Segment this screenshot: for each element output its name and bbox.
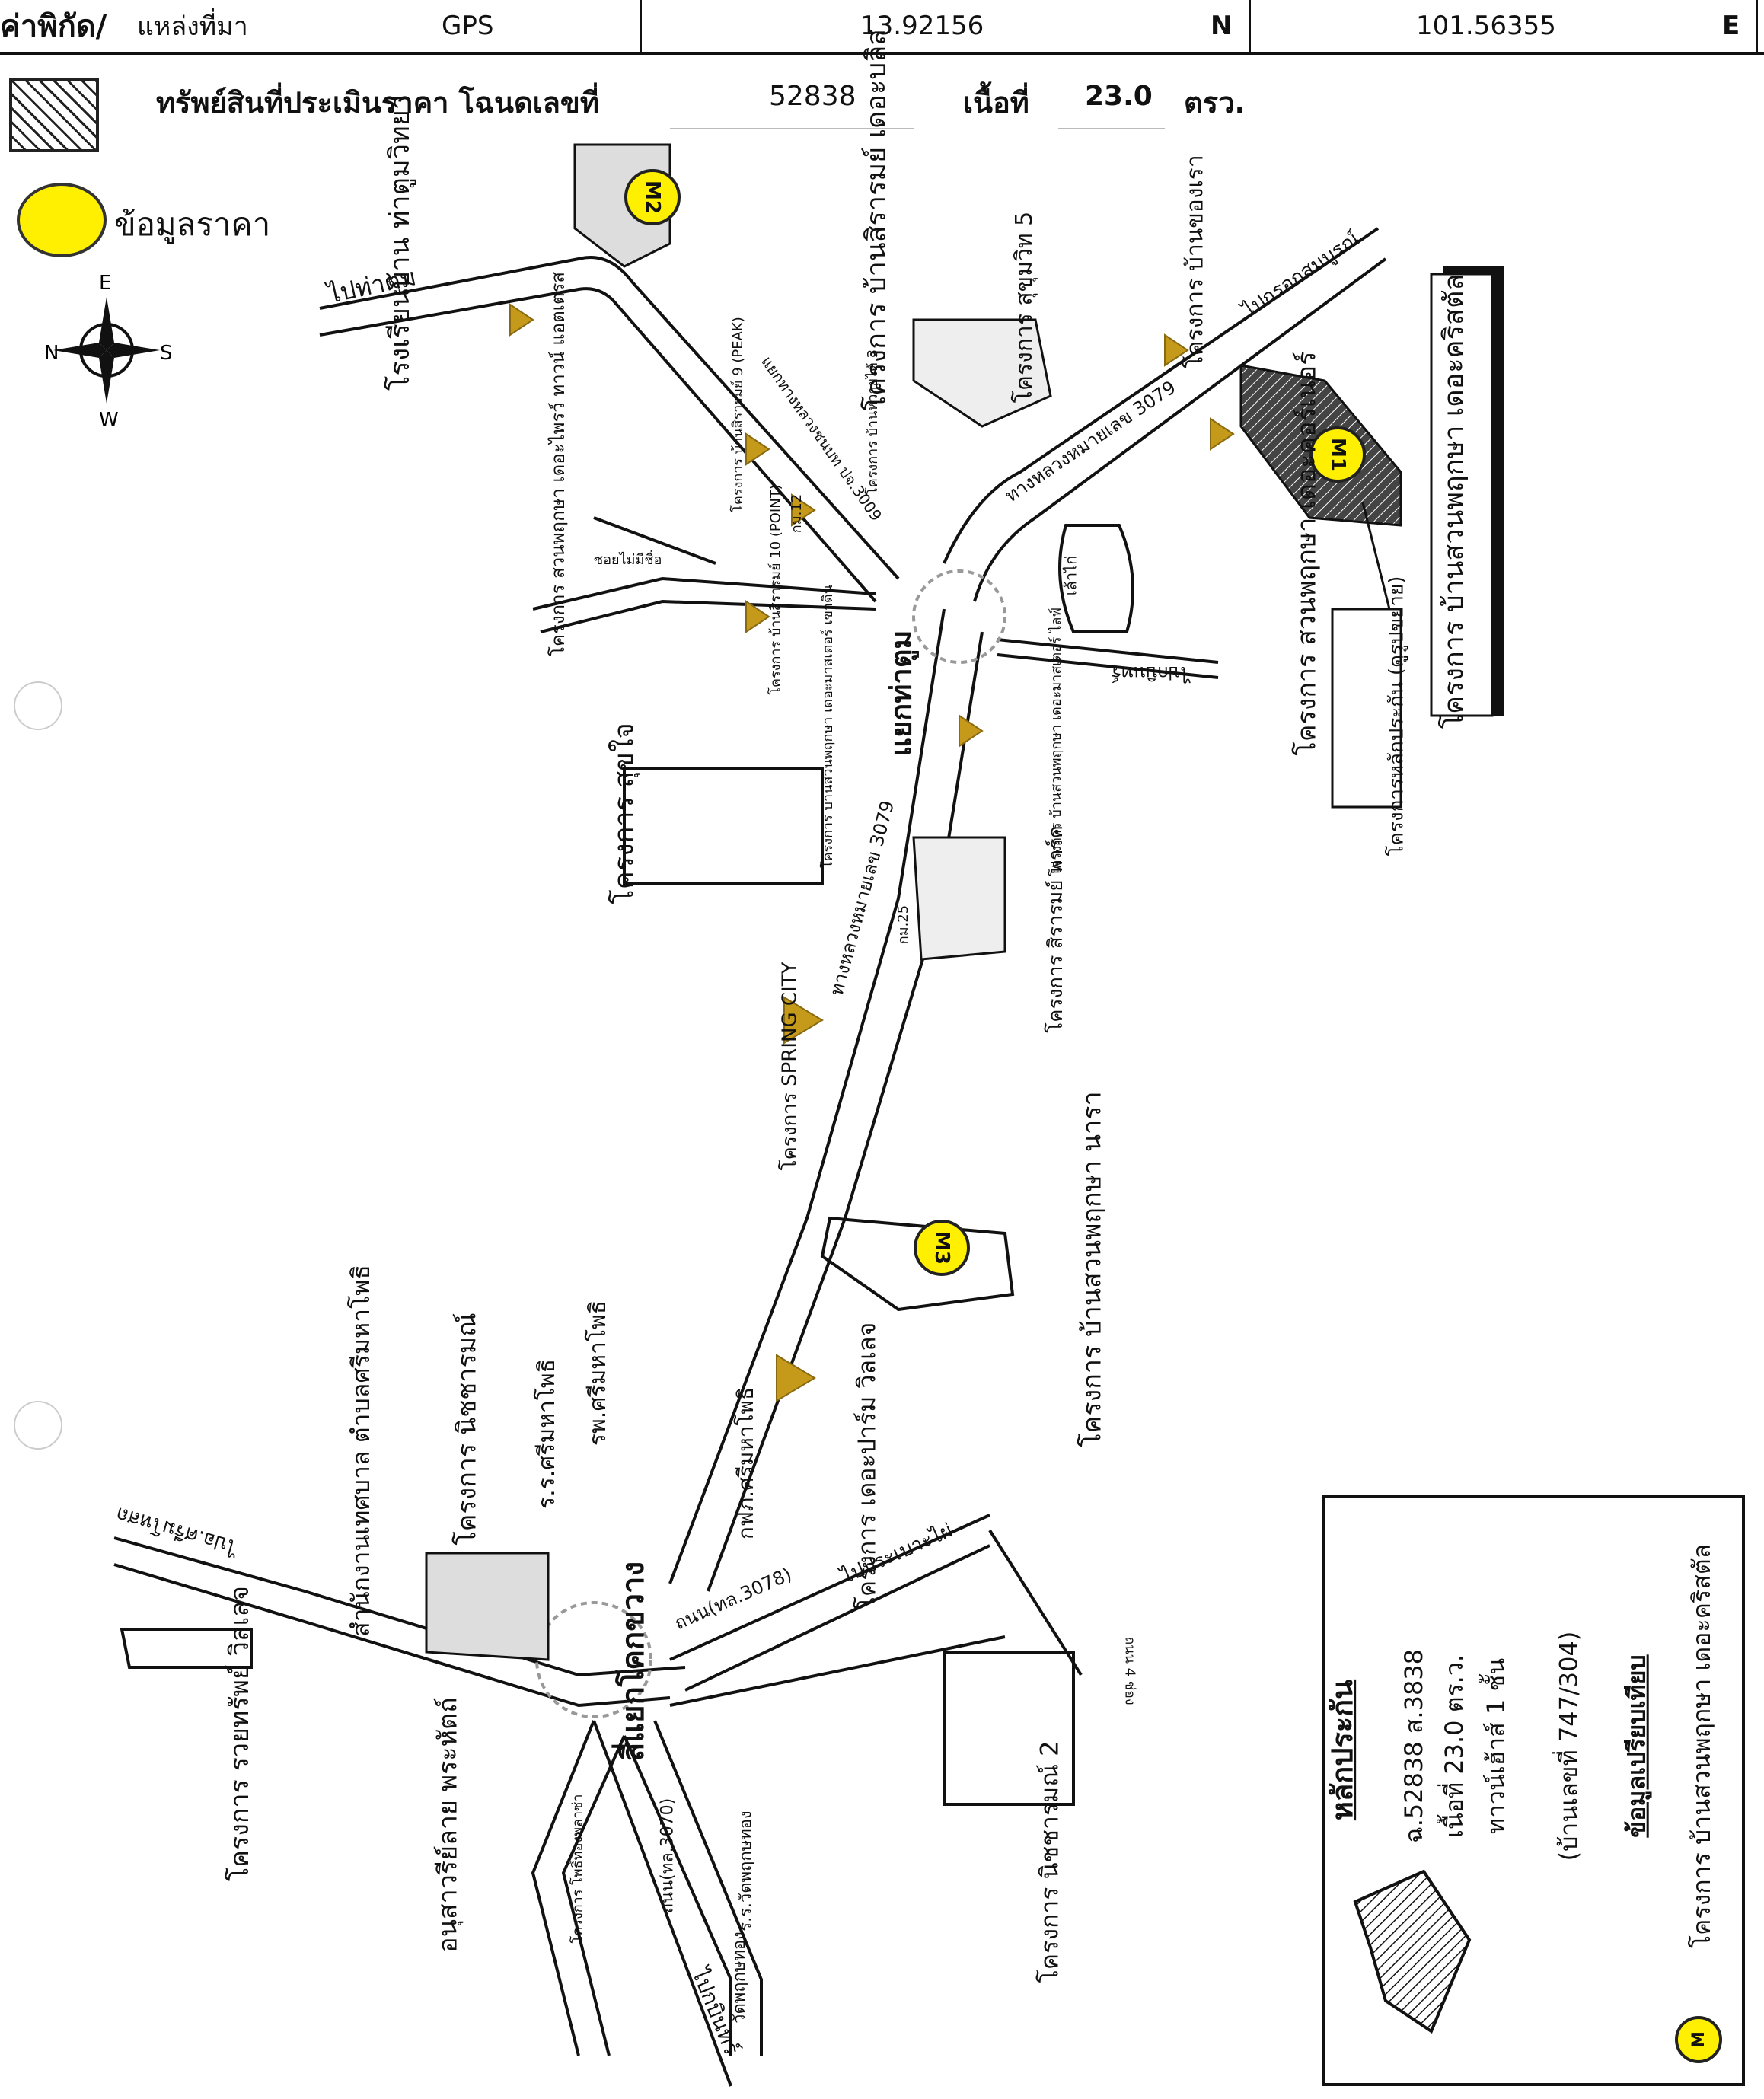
marker-m3: M3 [914,1220,970,1276]
label-proj-sukhumvit5: โครงการ สุขุมวิท 5 [1011,211,1038,404]
price-data-label: ข้อมูลราคา [114,206,271,243]
label-proj-suanphrueksa-corner: โครงการ สวนพฤกษา เดอะคอร์เนอร์ [1291,351,1322,756]
label-pea-srimahaphot: กฟภ.ศรีมหาโพธิ [733,1386,759,1540]
label-school-watphuttong: ร.ร.วัดพฤกษทอง [736,1810,756,1932]
label-proj-suanphrueksa-master: โครงการ บ้านสวนพฤกษา เดอะมาสเตอร์ เขาดิน [820,584,837,869]
label-collateral-expand: โครงการหลักประกัน (ดูรูปขยาย) [1385,576,1408,857]
map-canvas [113,143,1504,2087]
label-proj-baan-khong-rao: โครงการ บ้านของเรา [1182,155,1209,368]
compass-n: N [44,342,59,365]
header-divider [1756,0,1758,52]
label-school-srimahaphot: ร.ร.ศรีมหาโพธิ [534,1358,561,1510]
label-municipal-office: สำนักงานเทศบาล ตำบลศรีมหาโพธิ [346,1265,375,1637]
deed-underline [670,128,914,129]
area-value: 23.0 [1085,81,1153,112]
label-monument: อนุสาวรีย์ลาย พระหัตถ์ [432,1697,464,1953]
collateral-legend: หลักประกัน ฉ.52838 ส.3838 เนื้อที่ 23.0 … [1322,1495,1745,2086]
lon-dir: E [1722,11,1740,41]
source-value: GPS [442,11,494,41]
asset-label: ทรัพย์สินที่ประเมินราคา โฉนดเลขที่ [156,86,599,120]
label-km25: กม.25 [895,904,912,945]
lat-value: 13.92156 [860,11,984,41]
area-underline [1058,128,1165,129]
label-proj-spring-city: โครงการ SPRING CITY [778,962,802,1171]
label-proj-crystal: โครงการ บ้านสวนพฤกษา เดอะคริสตัล [1438,273,1470,729]
deed-number: 52838 [769,81,856,112]
label-proj-ruaysap: โครงการ รวยทรัพย์ วิลเลจ [225,1585,256,1882]
label-soi: ซอยไม่มีชื่อ [594,552,662,568]
punch-hole [14,681,62,730]
label-proj-photong: โครงการ โพธิ์ทองพลาซ่า [569,1794,586,1944]
label-proj-sirarom-peak: โครงการ บ้านสิรารมย์ 9 (PEAK) [729,317,746,512]
label-road-4-lane: ถนน 4 ช่อง [1121,1636,1138,1705]
compass-s: S [160,342,173,365]
label-proj-sirarom-park: โครงการ สิรารมย์ พาร์ค [1044,825,1067,1033]
label-proj-suanphrueksa-town: โครงการ สวนพฤกษา เดอะไพรว์ ทาวน์ แอตเตรส [547,271,569,657]
label-road-3070: ถนน(ทล.3070) [658,1798,678,1914]
label-proj-baan-wathai3: โครงการ บ้านหวายไต้ 3 [864,349,881,495]
header-bar: ค่าพิกัด/ แหล่งที่มา GPS 13.92156 N 101.… [0,0,1764,55]
lat-dir: N [1211,11,1233,41]
label-proj-sukjai: โครงการ สุขใจ [608,723,640,904]
legend-title: หลักประกัน [1325,1679,1360,1821]
marker-m2: M2 [624,169,681,225]
legend-line2: เนื้อที่ 23.0 ตร.ว. [1440,1654,1469,1838]
legend-line6: ข้อมูลเปรียบเทียบ [1622,1654,1651,1838]
label-proj-nitcharom: โครงการ นิชชารมณ์ [451,1313,483,1546]
label-km12: กม.12 [789,493,805,534]
area-unit: ตรว. [1184,86,1246,120]
label-to-nong-ngu: ไปกบินทร์ [1112,662,1190,684]
legend-line4: (บ้านเลขที่ 747/304) [1554,1631,1584,1861]
label-proj-sirarom-point: โครงการ บ้านสิรารมย์ 10 (POINT) [767,484,784,695]
legend-m-marker: M [1675,2016,1722,2063]
compass-w: W [99,409,119,432]
source-label: แหล่งที่มา [137,11,248,42]
header-divider [1249,0,1251,52]
compass-icon: N S E W [44,272,173,432]
price-data-marker [17,183,107,257]
compass-e: E [99,272,111,295]
legend-line3: ทาวน์เฮ้าส์ 1 ชั้น [1482,1657,1511,1835]
legend-line1: ฉ.52838 ส.3838 [1399,1648,1429,1844]
label-proj-nara: โครงการ บ้านสวนพฤกษา นารา [1077,1091,1108,1447]
asset-row: ทรัพย์สินที่ประเมินราคา โฉนดเลขที่ 52838… [0,55,1764,139]
coord-label: ค่าพิกัด/ [0,9,107,44]
label-lake: เล้าไก่ [1061,555,1080,596]
header-divider [640,0,642,52]
lon-value: 101.56355 [1416,11,1556,41]
asset-hatch-legend [9,78,99,152]
legend-line5: โครงการ บ้านสวนพฤกษา เดอะคริสตัล [1687,1543,1717,1949]
label-proj-nitcharom2: โครงการ นิชชารมณ์ 2 [1035,1740,1064,1983]
punch-hole [14,1401,62,1450]
label-junction-khokkhwang: สี่แยกโคกขวาง [616,1561,652,1762]
label-junction-thatum: แยกท่าตูม [884,630,918,757]
label-school-thatum: โรงเรียนบ้าน ท่าตูมวิทยา [384,94,416,391]
area-label: เนื้อที่ [963,86,1029,120]
collateral-hatch-icon [1353,1869,1472,2034]
label-hosp-srimahaphot: รพ.ศรีมหาโพธิ [585,1300,612,1447]
